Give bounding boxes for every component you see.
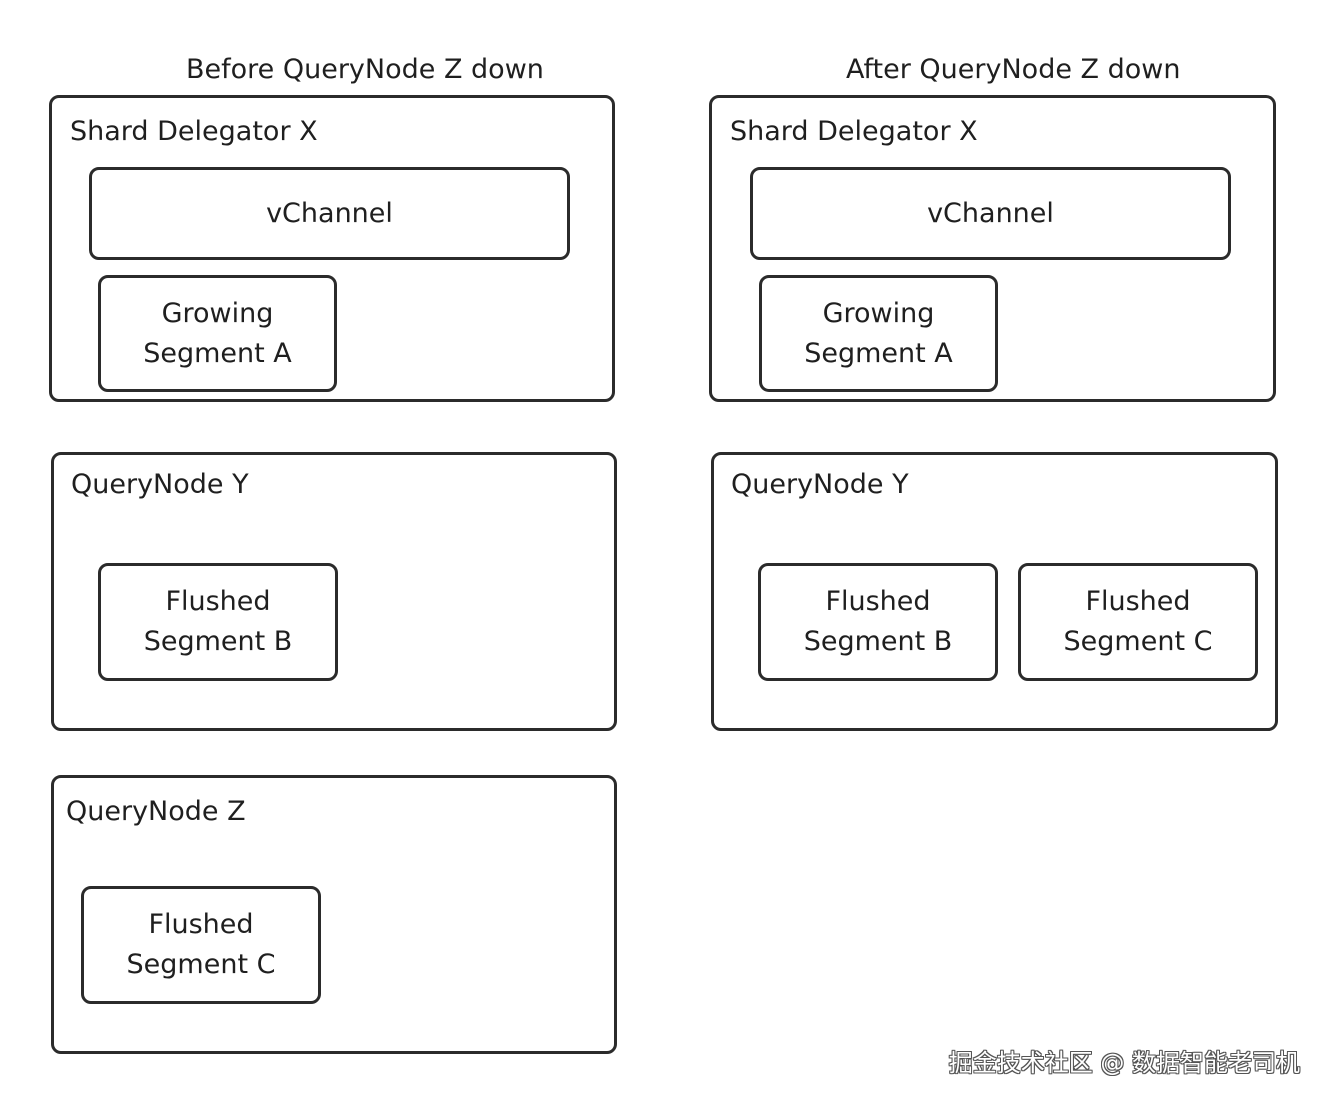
after-flushed-segment-c-line1: Flushed — [1085, 586, 1191, 617]
after-shard-delegator-box: Shard Delegator X vChannel Growing Segme… — [709, 95, 1276, 402]
before-flushed-segment-b-line2: Segment B — [143, 626, 293, 657]
after-flushed-segment-c-line2: Segment C — [1063, 626, 1213, 657]
after-vchannel-label: vChannel — [927, 197, 1054, 229]
after-flushed-segment-b-line1: Flushed — [825, 586, 931, 617]
before-flushed-segment-b-line1: Flushed — [165, 586, 271, 617]
after-growing-segment-a-box: Growing Segment A — [759, 275, 998, 392]
before-shard-delegator-box: Shard Delegator X vChannel Growing Segme… — [49, 95, 615, 402]
before-querynode-y-title: QueryNode Y — [71, 469, 249, 500]
before-flushed-segment-c-box: Flushed Segment C — [81, 886, 321, 1004]
before-growing-segment-a-box: Growing Segment A — [98, 275, 337, 392]
before-querynode-z-box: QueryNode Z Flushed Segment C — [51, 775, 617, 1054]
after-flushed-segment-b-box: Flushed Segment B — [758, 563, 998, 681]
after-growing-segment-a-line1: Growing — [822, 297, 935, 329]
before-querynode-y-box: QueryNode Y Flushed Segment B — [51, 452, 617, 731]
after-heading: After QueryNode Z down — [846, 54, 1181, 85]
before-flushed-segment-c-line1: Flushed — [148, 909, 254, 940]
after-shard-delegator-title: Shard Delegator X — [730, 116, 978, 147]
before-querynode-z-title: QueryNode Z — [66, 796, 246, 827]
after-growing-segment-a-line2: Segment A — [804, 337, 953, 369]
before-vchannel-label: vChannel — [266, 197, 393, 229]
before-growing-segment-a-line1: Growing — [161, 297, 274, 329]
before-shard-delegator-title: Shard Delegator X — [70, 116, 318, 147]
after-querynode-y-box: QueryNode Y Flushed Segment B Flushed Se… — [711, 452, 1278, 731]
before-flushed-segment-b-box: Flushed Segment B — [98, 563, 338, 681]
after-flushed-segment-c-box: Flushed Segment C — [1018, 563, 1258, 681]
after-flushed-segment-b-line2: Segment B — [803, 626, 953, 657]
after-querynode-y-title: QueryNode Y — [731, 469, 909, 500]
before-growing-segment-a-line2: Segment A — [143, 337, 292, 369]
before-vchannel-box: vChannel — [89, 167, 570, 260]
after-vchannel-box: vChannel — [750, 167, 1231, 260]
watermark: 掘金技术社区 @ 数据智能老司机 — [948, 1049, 1300, 1077]
before-flushed-segment-c-line2: Segment C — [126, 949, 276, 980]
before-heading: Before QueryNode Z down — [186, 54, 544, 85]
